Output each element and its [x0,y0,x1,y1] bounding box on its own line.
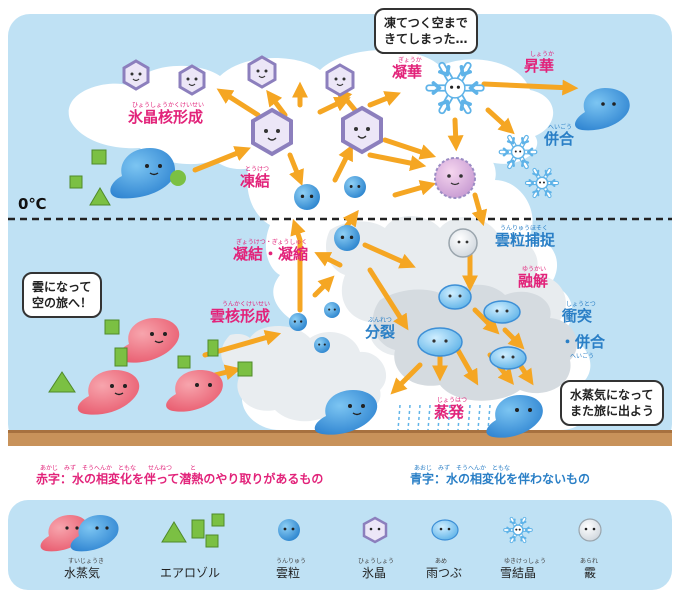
red-note: 赤字：水の相変化を伴って潜熱のやり取りがあるもの [36,472,324,486]
legend-snow-crystal [503,516,533,544]
legend-label-aerosol: エアロゾル [160,566,221,580]
collision-ruby: しょうとつ [566,301,596,308]
bubble-right-line2: また旅に出よう [570,404,655,419]
breakup-label: 分裂 [365,323,396,341]
freezing-label: 凍結 [240,172,271,190]
legend-ruby-ice-crystal: ひょうしょう [358,558,395,565]
cloud-droplet-2 [334,225,360,251]
cloud-droplet-3 [289,313,307,331]
deposition-label: 凝華 [392,63,423,81]
graupel [434,157,478,258]
legend-label-water-vapor: 水蒸気 [64,566,101,580]
legend-label-graupel: 霰 [584,566,597,580]
cloud-droplet-4 [324,302,340,318]
cloud-droplet-0 [294,184,320,210]
legend-icons [40,513,602,552]
legend-label-raindrop: 雨つぶ [426,566,463,580]
cloud-nucleation-label: 雲核形成 [210,307,271,325]
breakup-ruby: ぶんれつ [368,317,392,324]
bubble-top-line1: 凍てつく空まで [384,16,468,30]
cloud-nucleation-ruby: うんかくけいせい [222,301,271,308]
bubble-left-line1: 雲になって [32,280,92,294]
collision-label-line2: ・併合 [560,333,606,351]
zero-celsius-label: 0℃ [18,195,47,213]
legend-ruby-graupel: あられ [580,558,599,565]
cloud-droplets [289,176,366,353]
bubble-left-line2: 空の旅へ！ [32,296,93,311]
snow-crystal-medium [498,134,538,170]
freezing-ruby: とうけつ [245,166,270,173]
blue-note: 青字：水の相変化を伴わないもの [410,472,591,486]
legend-ruby-cloud-droplet: うんりゅう [276,558,307,565]
legend-ruby-water-vapor: すいじょうき [68,558,105,565]
legend-ruby-snow-crystal: ゆきけっしょう [504,558,547,565]
raindrops [417,284,527,370]
blue-note-ruby: あおじ みず そうへんか ともな [414,465,511,472]
cloud-droplet-1 [344,176,366,198]
snow-crystal-small [524,167,560,199]
snow-crystal-large [425,61,485,115]
ice-nucleation-ruby: ひょうしょうかくけいせい [132,102,205,109]
speech-bubble-top: 凍てつく空まで きてしまった… [374,8,478,55]
deposition-ruby: ぎょうか [398,57,422,64]
bubble-right-line1: 水蒸気になって [570,388,654,402]
snow-crystals [425,61,560,199]
aggregation-ruby: へいごう [548,124,573,131]
legend-label-snow-crystal: 雪結晶 [500,566,537,580]
speech-bubble-left: 雲になって 空の旅へ！ [22,272,103,319]
evaporation-label: 蒸発 [434,403,465,421]
melting-label: 融解 [518,272,549,290]
speech-bubble-right: 水蒸気になって また旅に出よう [560,380,665,427]
sublimation-label: 昇華 [524,57,555,75]
legend-ruby-raindrop: あめ [435,558,448,565]
legend-panel [8,500,672,590]
melting-ruby: ゆうかい [522,266,547,273]
red-note-ruby: あかじ みず そうへんか ともな せんねつ と [40,465,197,472]
water-vapor-ghosts [77,88,630,438]
evaporation-ruby: じょうはつ [437,397,468,404]
aerosol-particles [48,149,253,393]
collision-label-line1: 衝突 [562,307,593,325]
riming-ruby: うんりゅうほそく [500,225,549,232]
legend-label-ice-crystal: 氷晶 [362,566,387,580]
sublimation-ruby: しょうか [530,51,555,58]
ice-crystals [122,55,383,157]
bubble-top-line2: きてしまった… [384,32,468,47]
riming-label: 雲粒捕捉 [495,231,556,249]
collision-ruby2: へいごう [570,353,595,360]
legend-label-cloud-droplet: 雲粒 [276,566,301,580]
condensation-label: 凝結・凝縮 [233,245,309,263]
ice-nucleation-label: 氷晶核形成 [128,108,204,126]
cloud-droplet-5 [314,337,330,353]
condensation-ruby: ぎょうけつ・ぎょうしゅく [236,239,308,246]
aggregation-label: 併合 [544,130,575,148]
rain-streaks [397,404,491,431]
